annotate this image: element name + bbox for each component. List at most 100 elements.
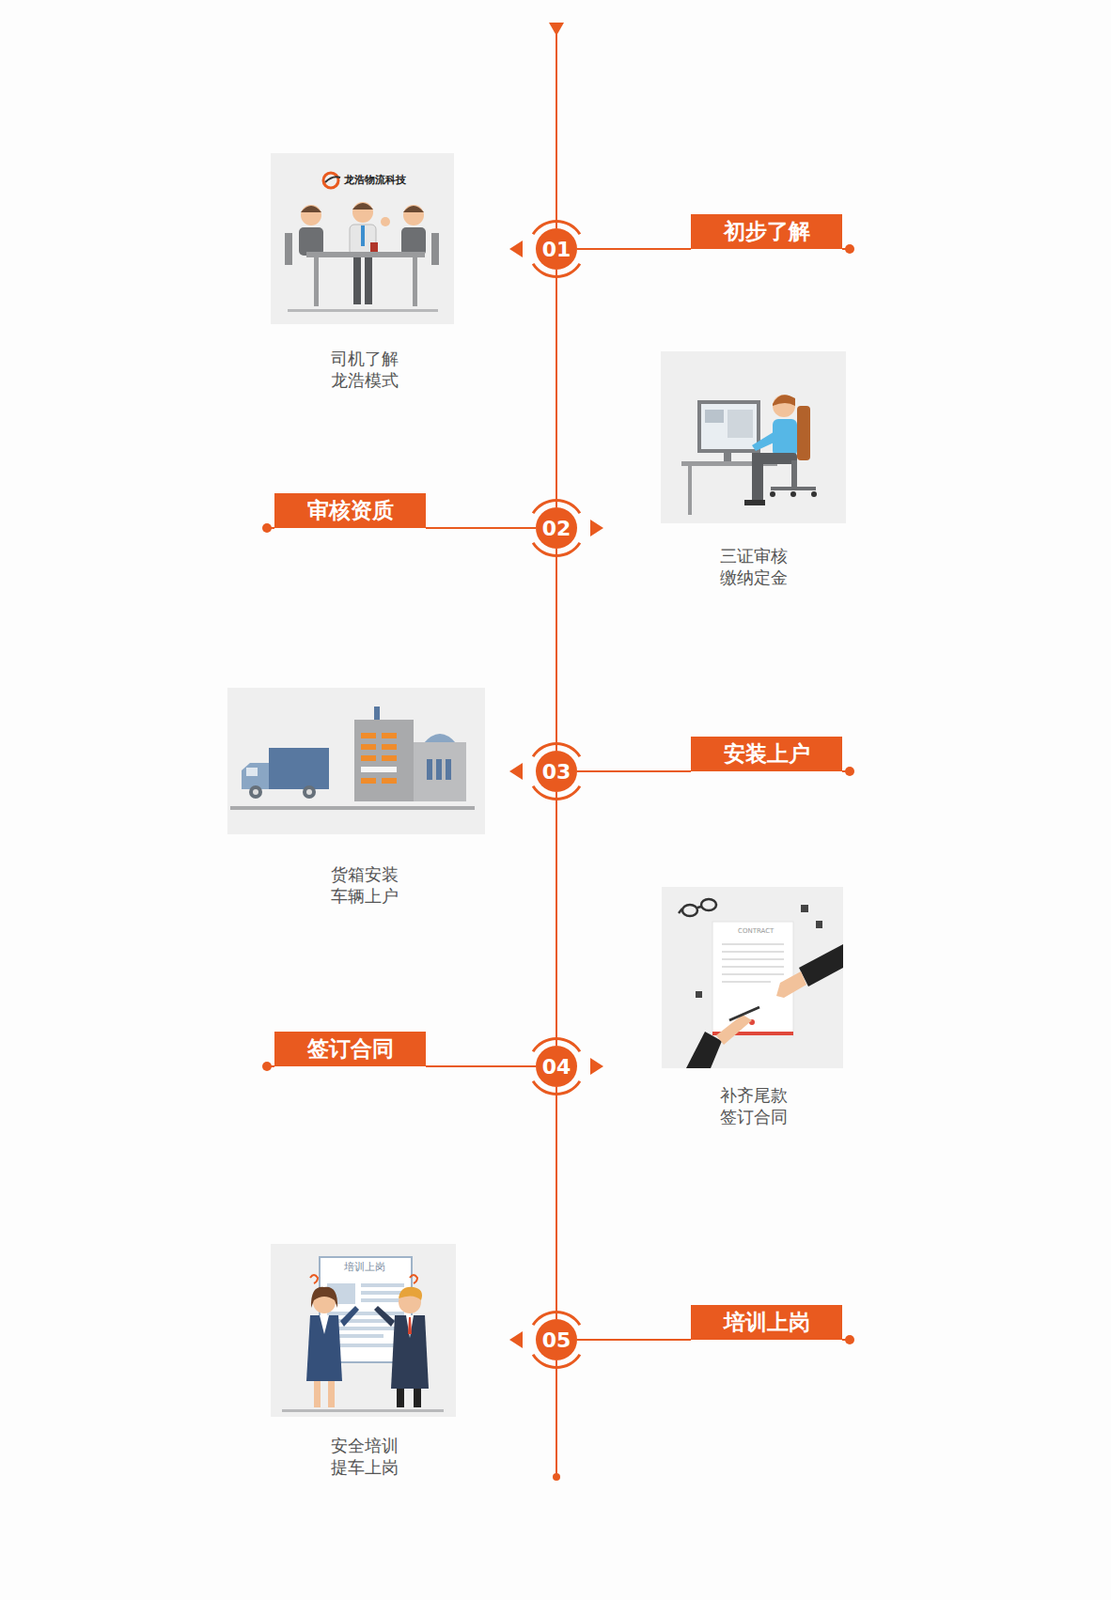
step-text: 安装上户 — [723, 739, 811, 769]
illustration-part — [798, 944, 844, 987]
illustration-part — [436, 759, 442, 781]
step-caption: 货箱安装 车辆上户 — [326, 863, 405, 908]
step-pointer — [590, 1058, 604, 1076]
illustration-part — [374, 1306, 395, 1328]
illustration-part — [360, 744, 376, 751]
step-text: 03 — [542, 760, 572, 784]
timeline-end-dot — [552, 1473, 561, 1482]
illustration-part — [751, 430, 781, 452]
illustration-part — [721, 944, 784, 983]
step-link — [577, 248, 691, 251]
illustration-part — [360, 225, 365, 247]
illustration-part — [751, 453, 764, 502]
illustration-part — [268, 748, 329, 790]
illustration-part — [686, 1032, 722, 1069]
illustration-part — [360, 778, 376, 784]
illustration-part — [352, 203, 374, 210]
step-title-box: 初步了解 — [690, 214, 843, 250]
link-end-dot — [262, 1062, 272, 1072]
step-title-box: 审核资质 — [274, 493, 426, 529]
illustration-part — [364, 257, 373, 305]
illustration-part — [772, 394, 796, 418]
illustration-part — [413, 1389, 422, 1409]
illustration-part — [360, 733, 397, 784]
illustration-part — [370, 242, 378, 252]
illustration-part — [287, 309, 439, 313]
step-bracket — [509, 219, 584, 279]
illustration-part — [310, 1275, 318, 1284]
illustration-part — [360, 1298, 405, 1303]
illustration-part — [360, 766, 397, 773]
timeline-segment — [555, 1087, 558, 1320]
illustration-part — [772, 394, 796, 407]
step-text: 04 — [542, 1055, 572, 1080]
illustration-part — [381, 733, 397, 739]
illustration-label: 培训上岗 — [344, 1260, 386, 1275]
illustration-part — [381, 744, 397, 751]
timeline-segment — [555, 269, 558, 508]
illustration-part — [300, 203, 424, 213]
computer-illustration — [660, 351, 846, 524]
illustration-part — [723, 453, 732, 462]
illustration-part — [302, 785, 316, 799]
illustration-part — [360, 733, 376, 739]
illustration-part — [688, 466, 692, 516]
illustration-part — [695, 991, 703, 999]
illustration-part — [298, 227, 324, 256]
illustration-part — [661, 887, 844, 1069]
illustration-part — [360, 1291, 405, 1296]
illustration-part — [776, 971, 807, 999]
illustration-part — [381, 778, 397, 784]
illustration-part — [407, 1317, 412, 1335]
step-link — [577, 1339, 691, 1342]
step-bracket — [509, 1311, 584, 1370]
illustration-part — [396, 1389, 405, 1409]
illustration-part — [678, 899, 717, 917]
illustration-part — [230, 806, 475, 811]
illustration-part — [721, 943, 784, 946]
step-pointer — [590, 519, 604, 537]
illustration-part — [252, 789, 259, 796]
truck-building-illustration — [227, 688, 486, 835]
illustration-part — [701, 899, 717, 911]
illustration-part — [660, 351, 846, 524]
step-text: 01 — [542, 237, 572, 262]
illustration-part — [241, 763, 269, 790]
illustration-part — [797, 406, 811, 461]
illustration-part — [406, 1315, 414, 1339]
illustration-part — [791, 460, 798, 487]
illustration-part — [678, 908, 683, 914]
step-text: 05 — [542, 1329, 572, 1353]
step-bracket — [509, 742, 584, 801]
step-pointer — [509, 240, 523, 258]
step-caption: 安全培训 提车上岗 — [326, 1435, 405, 1479]
step-caption: 三证审核 缴纳定金 — [715, 545, 794, 589]
illustration-part — [744, 500, 766, 506]
illustration-part — [249, 785, 263, 799]
illustration-part — [284, 233, 293, 266]
timeline-decor — [262, 22, 855, 1482]
contract-illustration — [661, 887, 844, 1069]
timeline-end — [555, 1361, 558, 1478]
step-number-circle: 03 — [535, 751, 578, 793]
illustration-part — [306, 789, 313, 796]
illustration-part — [727, 409, 753, 439]
step-caption: 司机了解 龙浩模式 — [326, 347, 405, 392]
timeline-segment — [555, 548, 558, 752]
training-illustration — [270, 1244, 456, 1418]
step-pointer — [509, 763, 523, 781]
step-text: 签订合同 — [307, 1034, 394, 1065]
illustration-part — [412, 257, 418, 307]
step-number-circle: 02 — [535, 507, 578, 549]
step-link — [425, 1065, 536, 1068]
step-text: 02 — [542, 516, 572, 541]
illustration-part — [227, 688, 486, 835]
illustration-part — [340, 1306, 360, 1328]
illustration-part — [401, 227, 426, 256]
illustration-part — [729, 1007, 760, 1021]
illustration-part — [770, 486, 816, 491]
illustration-part — [380, 217, 391, 227]
illustration-part — [300, 205, 322, 213]
illustration-part — [721, 958, 784, 961]
link-end-dot — [262, 523, 272, 533]
